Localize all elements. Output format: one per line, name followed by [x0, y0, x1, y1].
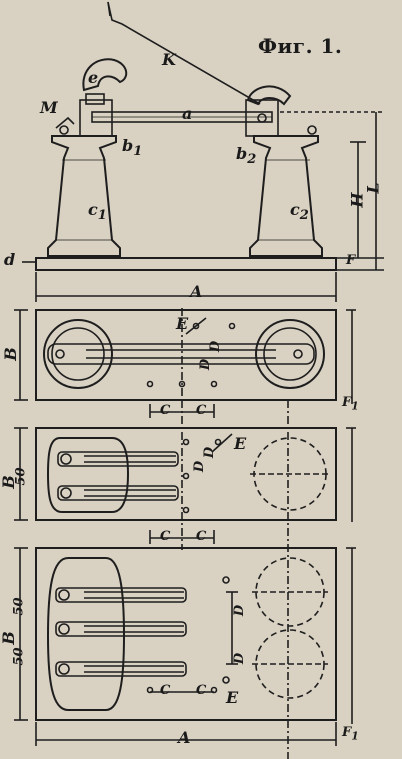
label-e-plan3: E: [226, 688, 239, 707]
label-f1-plan1: F1: [342, 395, 359, 413]
label-l: L: [363, 182, 383, 194]
figure-title: Фиг. 1.: [258, 34, 343, 58]
label-d-plan2-b: D: [202, 446, 218, 459]
label-c2: c2: [290, 200, 309, 224]
plan-3-insulator-left: [46, 557, 126, 711]
plan-1-base: [35, 309, 337, 401]
contact-hook-e: [82, 58, 128, 92]
label-d: d: [4, 250, 16, 269]
label-e: e: [88, 68, 99, 87]
insulator-c1: [47, 135, 121, 257]
plan-3-blade-1: [55, 587, 187, 603]
terminal-screw-m: [55, 116, 75, 129]
label-f1-plan3: F1: [342, 725, 359, 743]
label-d-plan3-a: D: [232, 604, 248, 617]
label-b2: b2: [236, 144, 257, 168]
label-c-row3-b: C: [196, 683, 207, 698]
plan-3-blade-3: [55, 661, 187, 677]
label-c-row2-b: C: [196, 529, 207, 544]
label-h: H: [347, 192, 367, 208]
plan-2-blade-2: [57, 485, 179, 501]
plan-2-insulator-left: [46, 437, 130, 513]
plan-2-blade-1: [57, 451, 179, 467]
insulator-c2: [249, 135, 323, 257]
label-k: K: [162, 50, 176, 69]
plan-2-base: [35, 427, 337, 521]
plan-1-blade: [47, 343, 315, 365]
clamp-b2: [245, 99, 279, 137]
plan-3-base: [35, 547, 337, 721]
label-b1: b1: [122, 136, 143, 160]
hook-lever-line: [107, 1, 261, 105]
label-a-dim-top: A: [190, 282, 203, 301]
label-b-plan3: B: [0, 631, 18, 645]
clamp-b1: [79, 99, 113, 137]
label-c-row1-a: C: [160, 403, 171, 418]
label-d-plan1-a: D: [198, 358, 214, 371]
label-a: a: [182, 104, 193, 123]
label-c-row2-a: C: [160, 529, 171, 544]
label-e-plan2: E: [234, 434, 247, 453]
label-f: F: [346, 253, 356, 268]
label-a-dim-bottom: A: [178, 728, 191, 747]
label-d-plan3-b: D: [232, 652, 248, 665]
label-c-row1-b: C: [196, 403, 207, 418]
label-d-plan2-a: D: [192, 460, 208, 473]
label-d-plan1-b: D: [208, 340, 224, 353]
label-50-plan2: 50: [13, 467, 29, 486]
plan-3-blade-2: [55, 621, 187, 637]
plan-1-insulator-right: [255, 319, 325, 389]
label-50-plan3-b: 50: [11, 647, 27, 666]
label-m: M: [40, 98, 58, 117]
base-plate: [35, 257, 337, 271]
plan-1-insulator-left: [43, 319, 113, 389]
label-50-plan3-a: 50: [11, 597, 27, 616]
label-c1: c1: [88, 200, 107, 224]
label-b-plan1: B: [0, 347, 20, 361]
label-c-row3-a: C: [160, 683, 171, 698]
label-e-plan1: E: [176, 314, 189, 333]
